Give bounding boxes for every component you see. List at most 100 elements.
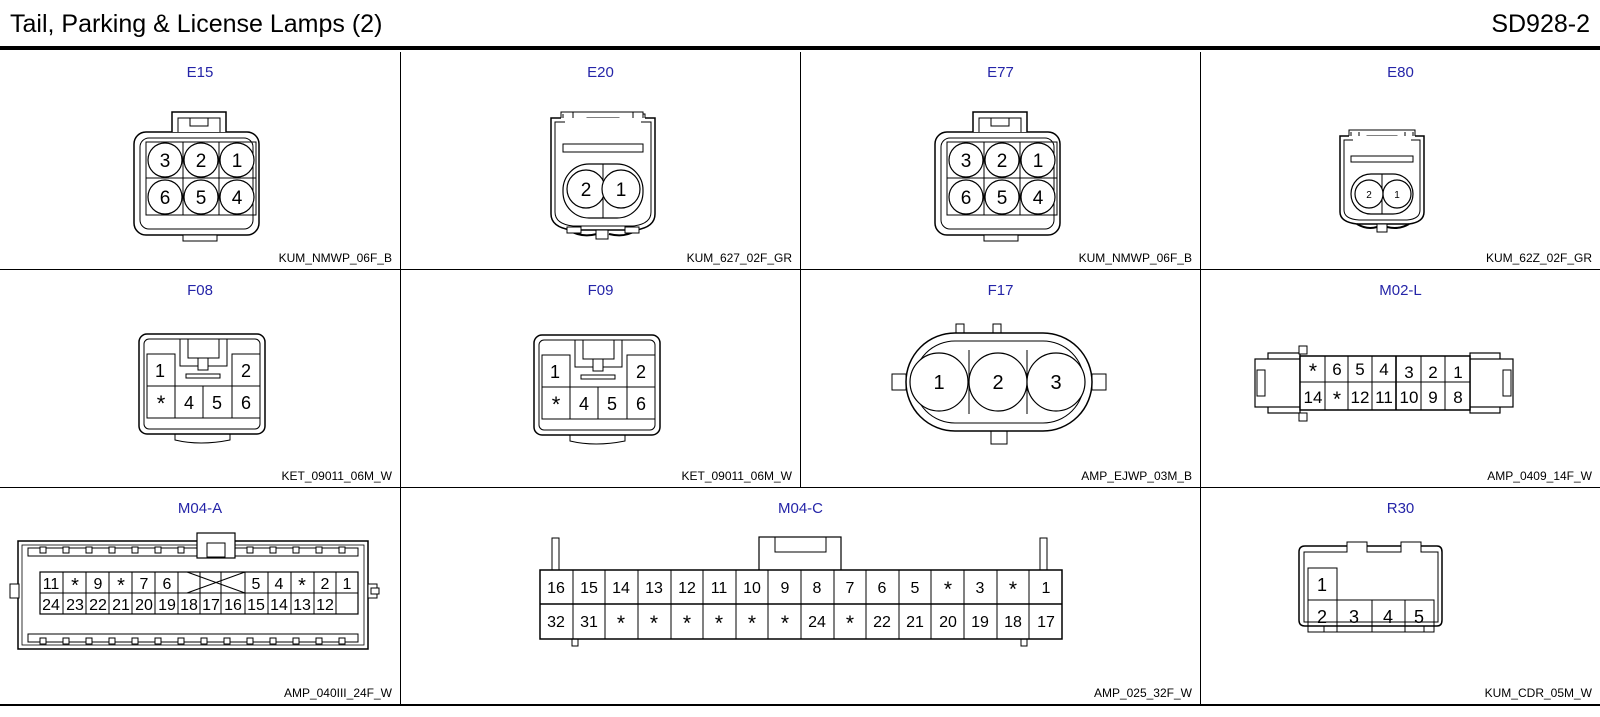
part-number: KUM_NMWP_06F_B — [1078, 251, 1192, 265]
pin-label: 2 — [1317, 607, 1327, 627]
pin-label: 12 — [316, 597, 334, 614]
pin-label: 14 — [612, 580, 630, 597]
pin-label: 5 — [1355, 360, 1364, 379]
pin-label: 2 — [581, 180, 592, 201]
pin-label: 4 — [184, 393, 194, 413]
pin-label: 11 — [43, 576, 60, 593]
pin-label: 1 — [1042, 580, 1051, 597]
pin-label: 2 — [1366, 190, 1372, 201]
pin-label: 1 — [232, 151, 243, 172]
pin-label: * — [117, 575, 125, 597]
pin-label: 9 — [781, 580, 790, 597]
pin-label: 2 — [997, 151, 1008, 172]
connector-id: M04-C — [777, 500, 823, 517]
connector-id: E80 — [1387, 64, 1414, 81]
connector-id: M02-L — [1379, 282, 1422, 299]
pin-label: 2 — [1428, 363, 1437, 382]
pin-label: 10 — [1400, 388, 1419, 407]
pin-label: * — [683, 612, 691, 635]
pin-label: 7 — [846, 580, 855, 597]
pin-label: * — [781, 612, 789, 635]
pin-label: 5 — [196, 188, 207, 209]
connector-cell-r30: R30 1 2 3 4 5 KUM_CDR_05M_W — [1201, 488, 1600, 705]
pin-label: 5 — [911, 580, 920, 597]
page-title: Tail, Parking & License Lamps (2) — [10, 10, 383, 38]
pin-label: 14 — [1304, 388, 1323, 407]
pin-label: 2 — [241, 361, 251, 381]
part-number: KUM_NMWP_06F_B — [278, 251, 392, 265]
pin-label: 5 — [607, 394, 617, 414]
pin-label: 5 — [1414, 607, 1424, 627]
pin-label: * — [617, 612, 625, 635]
pin-label: 11 — [711, 580, 728, 597]
pin-label: 4 — [579, 394, 589, 414]
connector-m04-c-drawing: 16 15 14 13 12 11 10 9 8 7 6 5 * 3 * 1 3… — [539, 536, 1063, 647]
pin-label: 18 — [180, 597, 198, 614]
pin-label: 32 — [547, 614, 565, 631]
pin-label: 18 — [1004, 614, 1022, 631]
connector-m02-l-drawing: * 6 5 4 3 2 1 14 * 12 11 10 9 8 — [1254, 345, 1514, 422]
connector-id: E15 — [186, 64, 214, 81]
pin-label: 5 — [212, 393, 222, 413]
connector-f09-drawing: 1 2 * 4 5 6 — [533, 334, 661, 445]
pin-label: 3 — [160, 151, 171, 172]
connector-cell-e77: E77 3 2 1 6 5 4 KUM_NM — [801, 52, 1201, 270]
pin-label: 24 — [42, 597, 60, 614]
pin-label: * — [650, 612, 658, 635]
pin-label: 4 — [1379, 360, 1388, 379]
pin-label: 23 — [66, 597, 84, 614]
pin-label: 21 — [906, 614, 924, 631]
part-number: KET_09011_06M_W — [681, 469, 792, 483]
part-number: KUM_CDR_05M_W — [1484, 686, 1592, 700]
connector-e20-drawing: 2 1 — [550, 111, 656, 240]
part-number: KET_09011_06M_W — [281, 469, 392, 483]
part-number: AMP_040III_24F_W — [283, 686, 392, 700]
pin-label: 6 — [636, 394, 646, 414]
pin-label: 19 — [158, 597, 176, 614]
pin-label: 17 — [1037, 614, 1055, 631]
pin-label: 31 — [580, 614, 598, 631]
part-number: KUM_627_02F_GR — [686, 251, 792, 265]
pin-label: * — [715, 612, 723, 635]
part-number: AMP_025_32F_W — [1093, 686, 1192, 700]
pin-label: 1 — [155, 361, 165, 381]
pin-label: 12 — [1351, 388, 1370, 407]
connector-id: F09 — [587, 282, 614, 299]
pin-label: 1 — [1394, 190, 1400, 201]
connector-e15-drawing: 3 2 1 6 5 4 — [133, 111, 260, 242]
pin-label: * — [552, 392, 561, 417]
connector-cell-e15: E15 3 2 1 6 5 4 KUM_NM — [0, 52, 401, 270]
pin-label: 1 — [550, 362, 560, 382]
pin-label: 3 — [961, 151, 972, 172]
pin-label: 6 — [1332, 360, 1341, 379]
connector-cell-f17: F17 1 2 3 AMP_EJWP_03M_B — [801, 270, 1201, 488]
pin-label: 13 — [293, 597, 311, 614]
pin-label: 19 — [971, 614, 989, 631]
pin-label: 9 — [94, 576, 103, 593]
connector-f17-drawing: 1 2 3 — [891, 323, 1107, 445]
pin-label: * — [1333, 388, 1341, 411]
pin-label: 1 — [1033, 151, 1044, 172]
pin-label: * — [1309, 360, 1317, 383]
pin-label: 14 — [270, 597, 288, 614]
pin-label: 12 — [678, 580, 696, 597]
pin-label: 4 — [1383, 607, 1393, 627]
pin-label: * — [71, 575, 79, 597]
page-header: Tail, Parking & License Lamps (2) SD928-… — [0, 0, 1600, 50]
pin-label: 1 — [1453, 363, 1462, 382]
pin-label: 1 — [933, 372, 944, 394]
connector-cell-m02-l: M02-L * 6 5 4 — [1201, 270, 1600, 488]
pin-label: 6 — [878, 580, 887, 597]
pin-label: 4 — [1033, 188, 1044, 209]
pin-label: 5 — [997, 188, 1008, 209]
pin-label: 2 — [196, 151, 207, 172]
connector-id: F17 — [987, 282, 1014, 299]
connector-cell-m04-a: M04-A — [0, 488, 401, 705]
connector-f08-drawing: 1 2 * 4 5 6 — [138, 333, 266, 444]
connector-id: F08 — [187, 282, 213, 299]
pin-label: * — [944, 578, 952, 601]
bottom-divider — [0, 705, 1600, 706]
connector-id: E20 — [587, 64, 614, 81]
part-number: KUM_62Z_02F_GR — [1485, 251, 1592, 265]
pin-label: 13 — [645, 580, 663, 597]
